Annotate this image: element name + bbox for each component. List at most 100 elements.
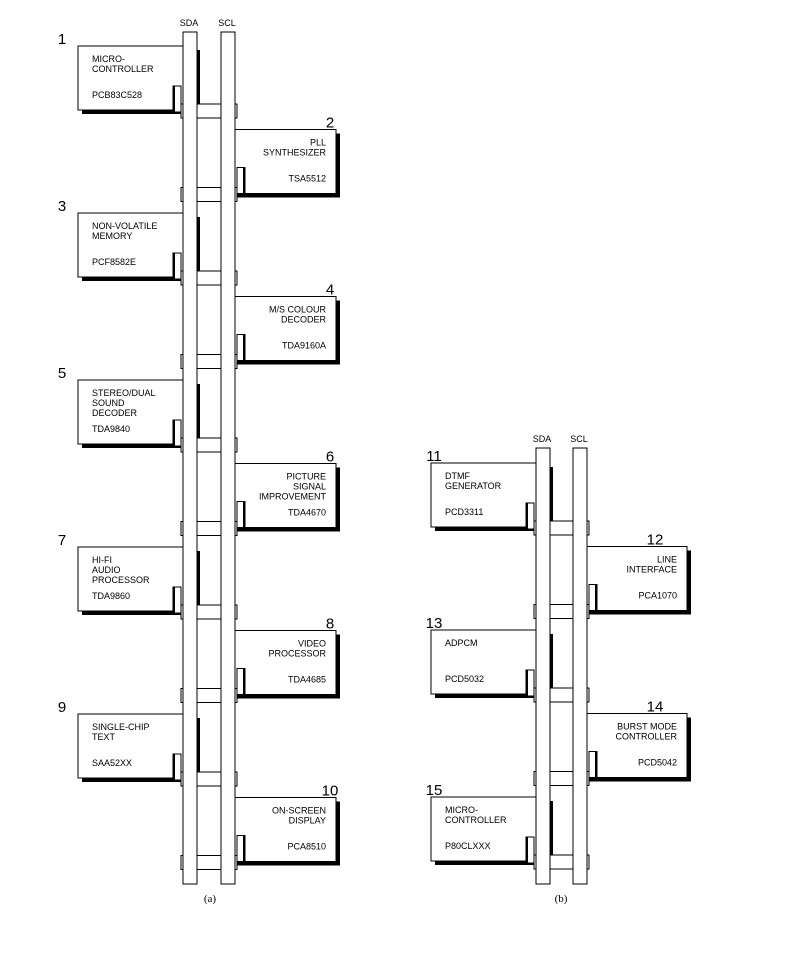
sda-bus-label: SDA	[180, 18, 199, 28]
device-name-line: STEREO/DUAL	[92, 388, 156, 398]
device-number: 11	[426, 448, 442, 465]
pin-stub-edge	[526, 837, 528, 863]
device-name-line: HI-FI	[92, 555, 112, 565]
device-name-line: MICRO-	[445, 805, 478, 815]
device-part-number: TDA4670	[288, 508, 326, 518]
device-number: 9	[58, 699, 66, 716]
sda-line	[535, 447, 551, 885]
scl-bus-label: SCL	[218, 18, 236, 28]
device-part-number: PCB83C528	[92, 90, 142, 100]
device-part-number: TDA9860	[92, 591, 130, 601]
scl-line	[220, 31, 236, 885]
device-number: 4	[326, 282, 334, 299]
device-part-number: TSA5512	[288, 174, 326, 184]
device-name-line: IMPROVEMENT	[259, 492, 327, 502]
device-number: 13	[426, 615, 443, 632]
sda-line	[182, 31, 198, 885]
device-name-line: BURST MODE	[617, 722, 677, 732]
device-number: 7	[58, 532, 66, 549]
device-part-number: P80CLXXX	[445, 841, 491, 851]
pin-stub-edge	[243, 167, 245, 194]
device-name-line: LINE	[657, 555, 677, 565]
pin-stub-edge	[526, 670, 528, 696]
device-name-line: DISPLAY	[289, 816, 326, 826]
device-name-line: PICTURE	[286, 472, 326, 482]
device-number: 14	[647, 699, 664, 716]
pin-stub-edge	[595, 751, 597, 778]
sda-bus-label: SDA	[533, 434, 552, 444]
device-part-number: PCA8510	[287, 842, 326, 852]
device-number: 5	[58, 365, 66, 382]
device-name-line: PROCESSOR	[92, 575, 150, 585]
device-name-line: SIGNAL	[293, 482, 326, 492]
device-number: 10	[322, 783, 339, 800]
device-number: 1	[58, 31, 66, 48]
diagram-caption: (b)	[555, 893, 568, 905]
device-name-line: SINGLE-CHIP	[92, 722, 150, 732]
device-number: 3	[58, 198, 66, 215]
device-part-number: PCA1070	[638, 591, 677, 601]
device-number: 2	[326, 115, 334, 132]
device-part-number: TDA9840	[92, 424, 130, 434]
device-name-line: SOUND	[92, 398, 125, 408]
bus-rails	[182, 31, 236, 885]
device-name-line: CONTROLLER	[92, 64, 154, 74]
device-number: 6	[326, 449, 334, 466]
device-name-line: DTMF	[445, 471, 470, 481]
device-name-line: GENERATOR	[445, 481, 502, 491]
scl-bus-label: SCL	[570, 434, 588, 444]
device-name-line: DECODER	[281, 315, 327, 325]
pin-stub-edge	[173, 754, 175, 780]
device-part-number: PCF8582E	[92, 257, 136, 267]
device-name-line: M/S COLOUR	[269, 305, 327, 315]
device-name-line: AUDIO	[92, 565, 121, 575]
device-name-line: INTERFACE	[626, 565, 677, 575]
device-name-line: PLL	[310, 138, 326, 148]
pin-stub-edge	[173, 253, 175, 279]
diagram-caption: (a)	[204, 893, 217, 905]
device-part-number: TDA4685	[288, 675, 326, 685]
device-name-line: MEMORY	[92, 231, 132, 241]
pin-stub-edge	[243, 334, 245, 361]
pin-stub-edge	[173, 420, 175, 446]
pin-stub-edge	[243, 501, 245, 528]
device-name-line: CONTROLLER	[445, 815, 507, 825]
device-part-number: PCD5042	[638, 758, 677, 768]
device-number: 8	[326, 616, 334, 633]
device-number: 12	[647, 532, 664, 549]
device-number: 15	[426, 782, 443, 799]
device-name-line: ON-SCREEN	[272, 806, 326, 816]
device-part-number: PCD5032	[445, 674, 484, 684]
pin-stub-edge	[173, 587, 175, 613]
device-name-line: NON-VOLATILE	[92, 221, 157, 231]
device-part-number: TDA9160A	[282, 341, 326, 351]
device-part-number: PCD3311	[445, 507, 483, 517]
device-name-line: ADPCM	[445, 638, 478, 648]
device-name-line: MICRO-	[92, 54, 125, 64]
pin-stub-edge	[526, 503, 528, 529]
device-name-line: CONTROLLER	[615, 732, 677, 742]
device-name-line: PROCESSOR	[268, 649, 326, 659]
device-name-line: TEXT	[92, 732, 116, 742]
scl-line	[572, 447, 588, 885]
pin-stub-edge	[243, 668, 245, 695]
